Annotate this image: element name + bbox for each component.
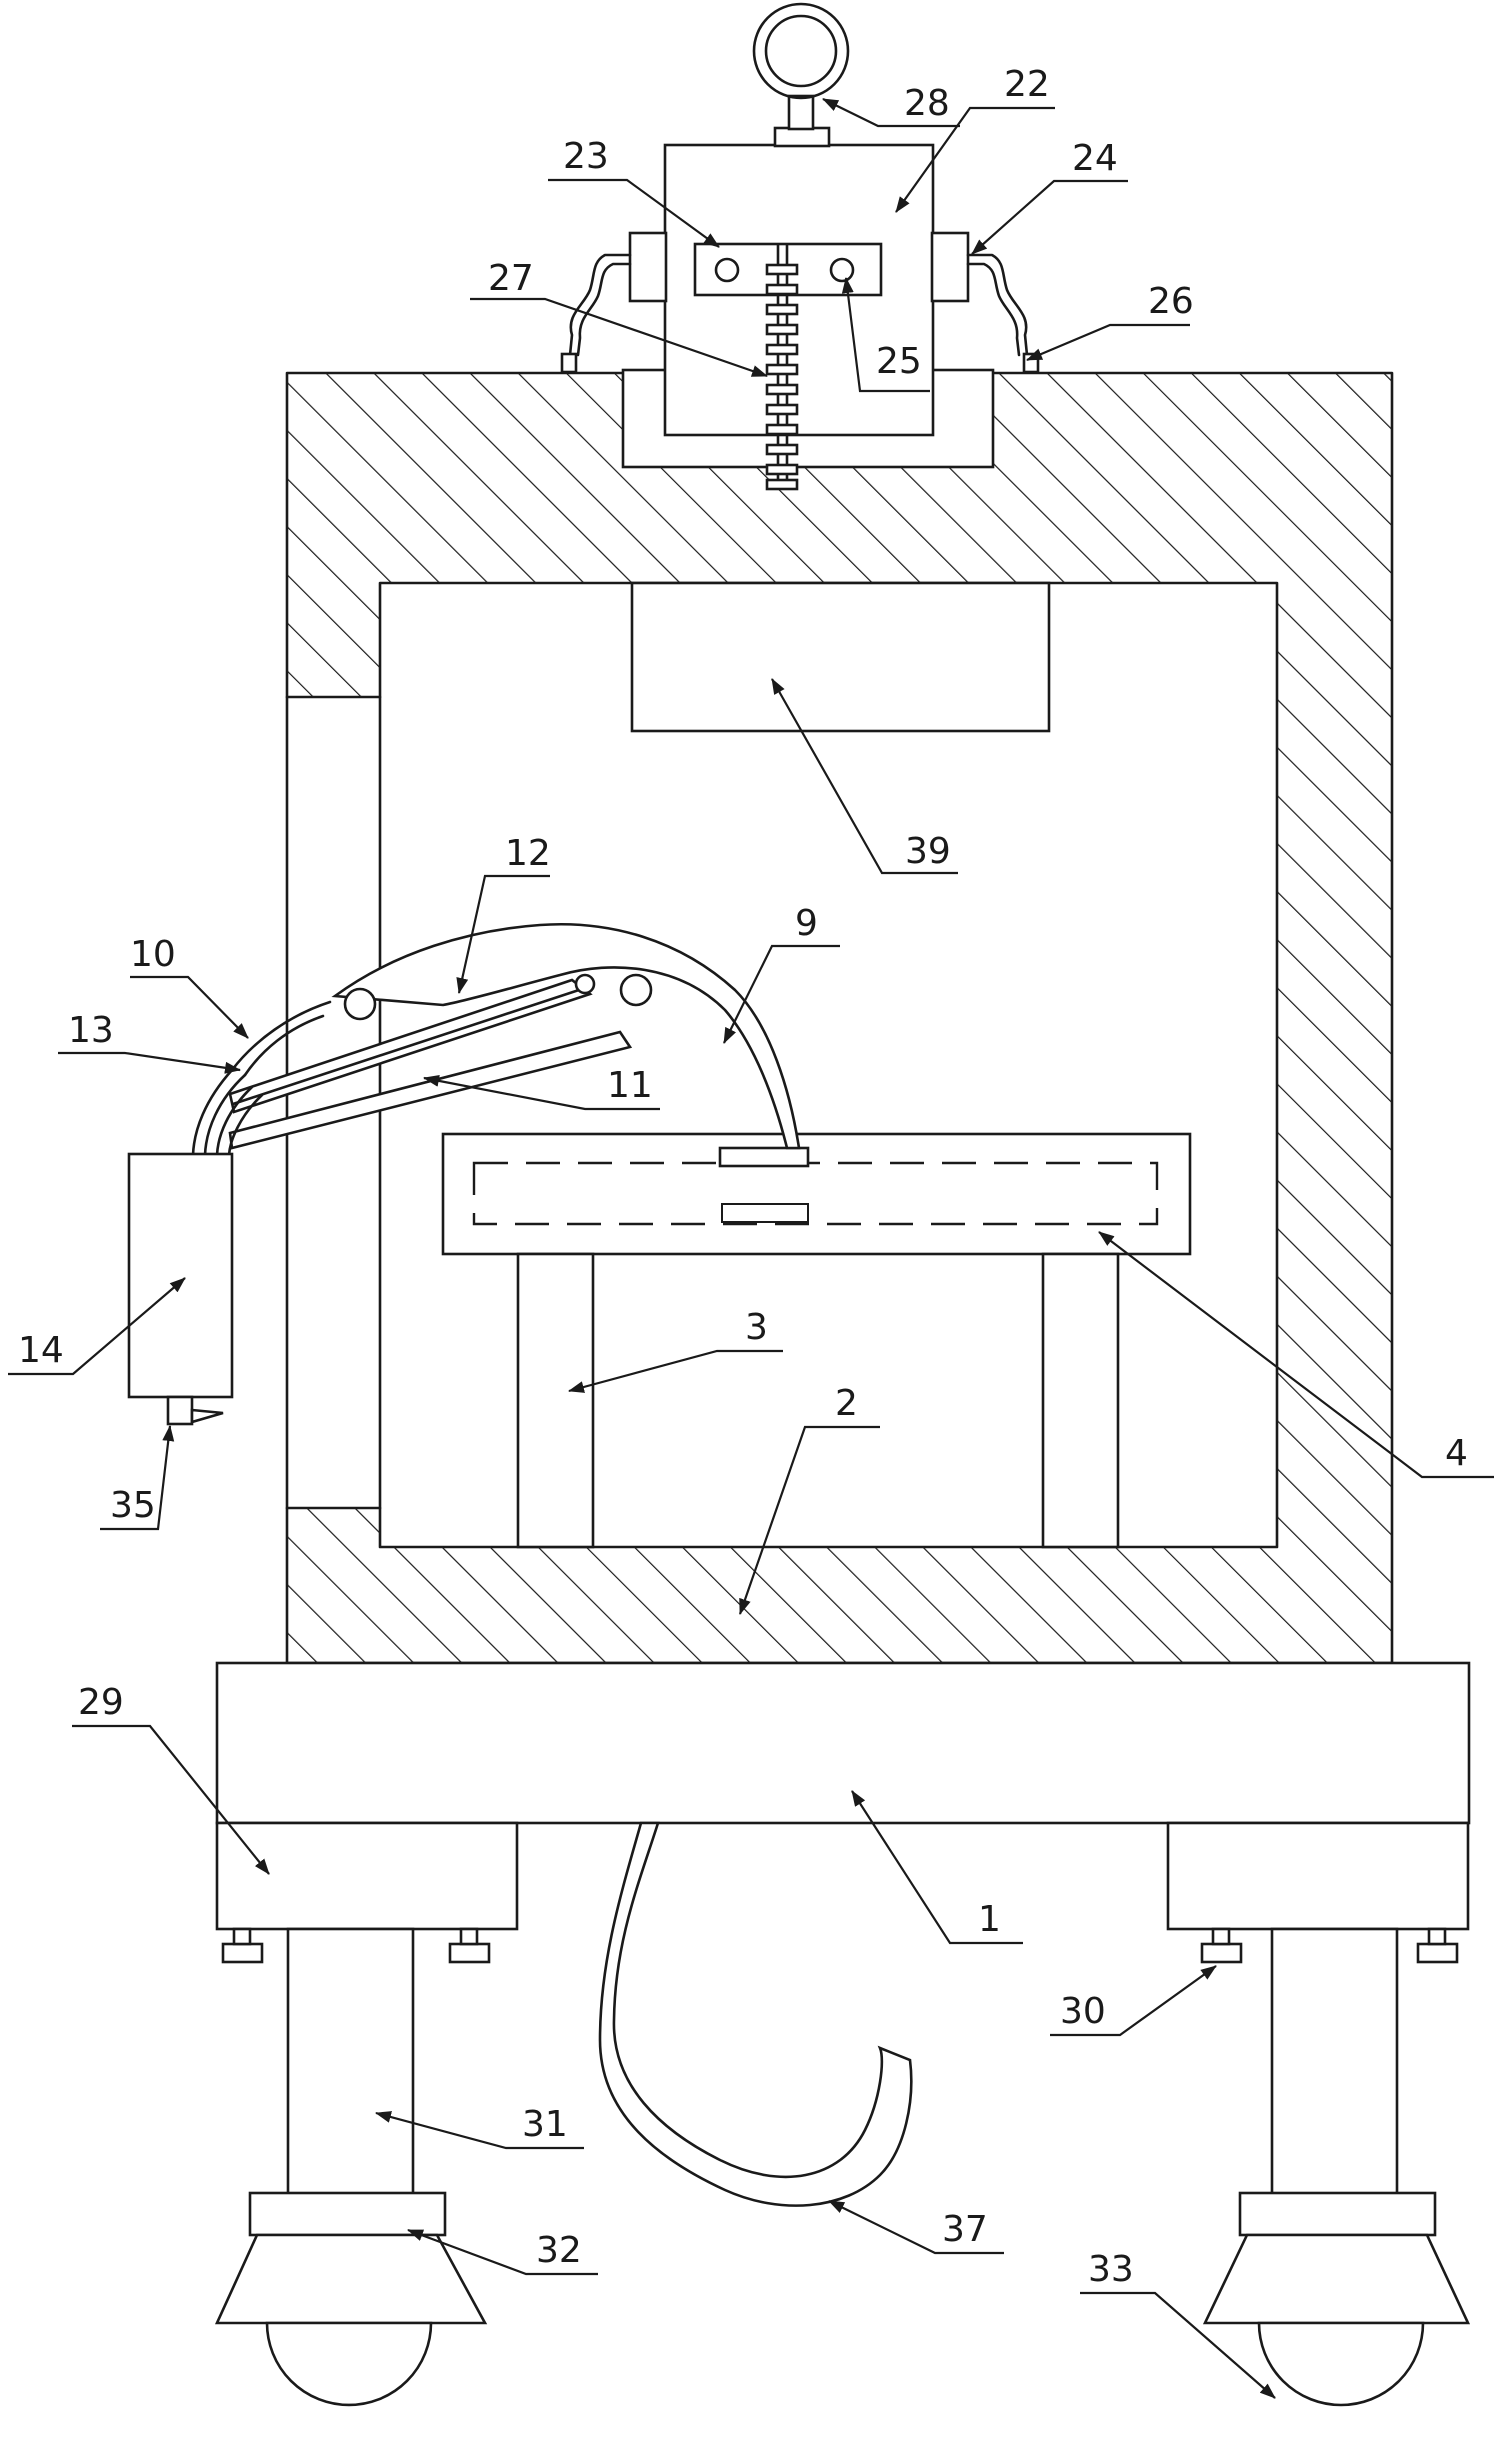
label-30: 30 [1060, 1991, 1106, 2032]
cabinet-body [285, 371, 1394, 1665]
label-3: 3 [745, 1307, 768, 1348]
legs [214, 1927, 1471, 2407]
arm-assembly [191, 923, 801, 1157]
label-37: 37 [942, 2209, 988, 2250]
label-2: 2 [835, 1383, 858, 1424]
label-33: 33 [1088, 2249, 1134, 2290]
label-26: 26 [1148, 281, 1194, 322]
label-39: 39 [905, 831, 951, 872]
label-25: 25 [876, 341, 922, 382]
interior [441, 581, 1192, 1549]
label-1: 1 [978, 1899, 1001, 1940]
label-27: 27 [488, 258, 534, 299]
leader-lines [8, 98, 1494, 2399]
label-9: 9 [795, 903, 818, 944]
label-35: 35 [110, 1485, 156, 1526]
top-unit [560, 2, 1040, 491]
label-23: 23 [563, 136, 609, 177]
label-24: 24 [1072, 138, 1118, 179]
label-32: 32 [536, 2230, 582, 2271]
label-10: 10 [130, 934, 176, 975]
labels: 28 22 23 24 27 26 25 39 12 9 10 13 11 14… [18, 64, 1468, 2290]
label-12: 12 [505, 833, 551, 874]
label-13: 13 [68, 1010, 114, 1051]
label-29: 29 [78, 1682, 124, 1723]
label-28: 28 [904, 83, 950, 124]
label-31: 31 [522, 2104, 568, 2145]
label-22: 22 [1004, 64, 1050, 105]
side-box [127, 1152, 234, 1426]
label-4: 4 [1445, 1433, 1468, 1474]
base [215, 1661, 1471, 1964]
hose [598, 1821, 913, 2207]
label-11: 11 [607, 1065, 653, 1106]
screw-thread [765, 263, 799, 491]
label-14: 14 [18, 1330, 64, 1371]
